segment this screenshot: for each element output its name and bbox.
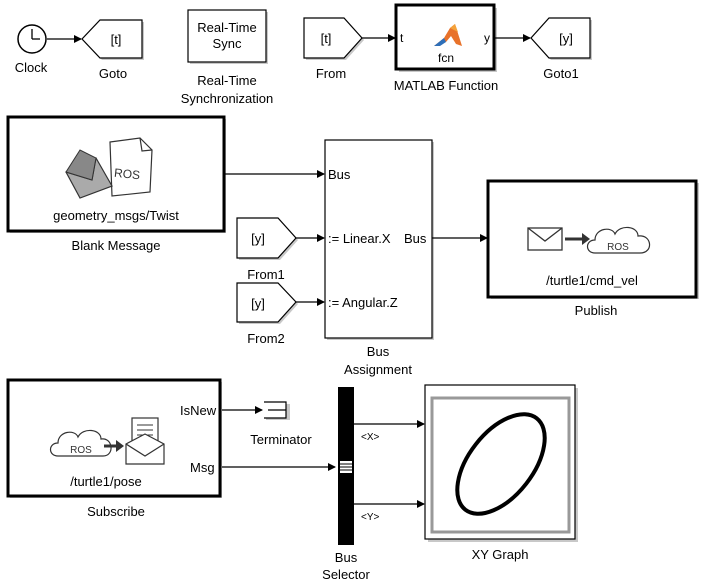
subscribe-block[interactable] [6,378,222,498]
subscribe-icon-text: ROS [70,445,92,456]
matlab-func-name: fcn [437,51,455,65]
from-label: From [315,66,347,81]
bus-selector-label-line2: Selector [322,567,370,582]
publish-topic: /turtle1/cmd_vel [546,273,638,288]
rts-text-line2: Sync [212,36,242,51]
subscribe-port-msg: Msg [190,460,215,475]
bus-assignment-port-linear: := Linear.X [328,231,391,246]
envelope-icon [65,149,113,199]
from1-label: From1 [247,267,285,282]
goto-block[interactable] [81,19,144,60]
ros-document-icon [109,137,153,197]
from-tag: [t] [320,31,332,46]
bus-assignment-port-angular: := Angular.Z [328,295,398,310]
subscribe-port-isnew: IsNew [180,403,217,418]
rts-text-line1: Real-Time [197,20,257,35]
ros-cloud-icon-subscribe [49,429,124,457]
terminator-block[interactable] [264,401,290,420]
goto-tag: [t] [110,32,122,47]
bus-selector-signal-x: <X> [361,432,380,443]
rts-label-line1: Real-Time [197,73,257,88]
from2-tag: [y] [251,296,265,311]
matlab-port-in: t [400,31,404,45]
clock-block[interactable] [17,24,47,54]
goto1-block[interactable] [530,17,592,60]
publish-icon-text: ROS [607,242,629,253]
subscribe-topic: /turtle1/pose [70,474,142,489]
xy-graph-trajectory [455,412,547,516]
clock-label: Clock [14,60,48,75]
bus-assignment-port-out: Bus [404,231,427,246]
from1-tag: [y] [251,231,265,246]
envelope-open-icon-subscribe [125,417,165,465]
envelope-icon-publish [527,227,590,251]
from2-label: From2 [247,331,285,346]
terminator-label: Terminator [250,432,312,447]
bus-assignment-label-line1: Bus [366,344,390,359]
rts-block[interactable] [187,9,267,63]
blank-message-topic: geometry_msgs/Twist [53,208,179,223]
publish-block[interactable] [486,179,698,299]
xy-graph-label: XY Graph [471,547,529,562]
blank-message-icon-text: ROS [113,165,141,183]
bus-assignment-label-line2: Assignment [344,362,412,377]
bus-assignment-port-bus: Bus [328,167,351,182]
matlab-port-out: y [484,31,490,45]
from1-block[interactable] [236,217,298,260]
blank-message-label: Blank Message [71,238,161,253]
bus-selector-port-icon [340,461,352,473]
ros-cloud-icon-publish [586,226,651,254]
subscribe-label: Subscribe [87,504,145,519]
bus-selector-signal-y: <Y> [361,512,380,523]
xy-graph-frame [430,396,571,534]
goto1-tag: [y] [559,31,573,46]
goto-label: Goto [98,66,128,81]
rts-label-line2: Synchronization [180,91,274,106]
from2-block[interactable] [236,282,298,324]
goto1-label: Goto1 [543,66,579,81]
publish-label: Publish [574,303,618,318]
bus-selector-label-line1: Bus [334,550,358,565]
matlab-label: MATLAB Function [393,78,499,93]
matlab-logo-icon [434,24,462,46]
from-block[interactable] [303,17,364,60]
bus-assignment-block[interactable] [324,139,433,339]
